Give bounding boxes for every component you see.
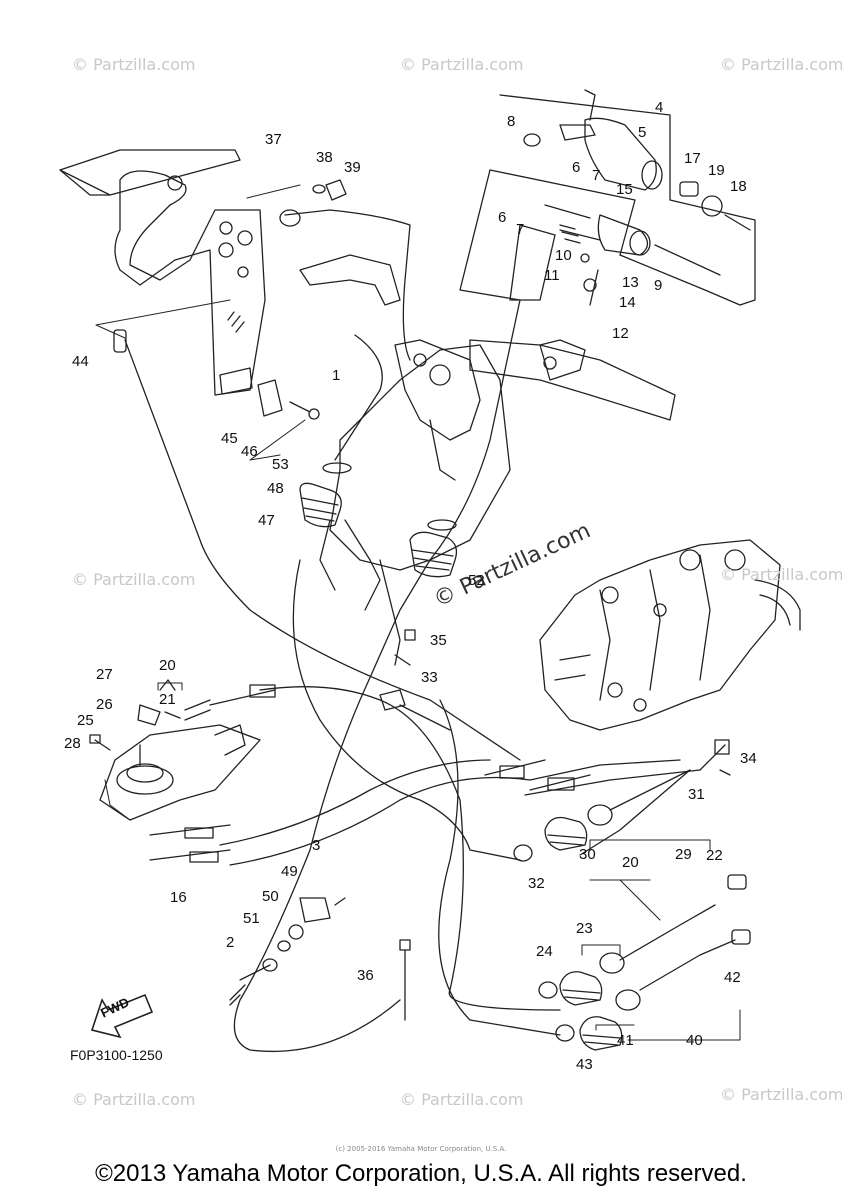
callout-25: 25 [77, 712, 94, 729]
callout-27: 27 [96, 666, 113, 683]
boots [299, 462, 458, 578]
cable-fittings [113, 329, 751, 1051]
callout-39: 39 [344, 159, 361, 176]
callout-10: 10 [555, 247, 572, 264]
callout-50: 50 [262, 888, 279, 905]
callout-4: 4 [655, 99, 664, 116]
callout-33: 33 [421, 669, 438, 686]
callout-23: 23 [576, 920, 593, 937]
callout-52: 52 [468, 572, 485, 589]
callout-37: 37 [265, 131, 282, 148]
pedal-assembly [59, 149, 347, 420]
callout-9: 9 [654, 277, 663, 294]
diagram-code: F0P3100-1250 [70, 1047, 163, 1063]
callout-40: 40 [686, 1032, 703, 1049]
watermark: © Partzilla.com [72, 570, 196, 589]
callout-44: 44 [72, 353, 89, 370]
callout-6b: 6 [498, 209, 507, 226]
callout-2: 2 [226, 934, 235, 951]
callout-53: 53 [272, 456, 289, 473]
tiny-print: (c) 2005-2016 Yamaha Motor Corporation, … [335, 1145, 507, 1153]
steering-column [319, 339, 511, 666]
handlebar [279, 209, 676, 421]
callout-12: 12 [612, 325, 629, 342]
callout-20a: 20 [159, 657, 176, 674]
callout-28: 28 [64, 735, 81, 752]
callout-43: 43 [576, 1056, 593, 1073]
callout-34: 34 [740, 750, 757, 767]
callout-14: 14 [619, 294, 636, 311]
callout-30: 30 [579, 846, 596, 863]
callout-18: 18 [730, 178, 747, 195]
callout-7b: 7 [516, 221, 525, 238]
callout-48: 48 [267, 480, 284, 497]
control-box [89, 679, 261, 821]
callout-45: 45 [221, 430, 238, 447]
copyright-footer: ©2013 Yamaha Motor Corporation, U.S.A. A… [95, 1160, 747, 1187]
callout-5: 5 [638, 124, 647, 141]
callout-24: 24 [536, 943, 553, 960]
throttle-grip-assembly [459, 89, 756, 306]
callout-8: 8 [507, 113, 516, 130]
callout-47: 47 [258, 512, 275, 529]
callout-22: 22 [706, 847, 723, 864]
callout-29: 29 [675, 846, 692, 863]
callout-32: 32 [528, 875, 545, 892]
carburetor-assembly [539, 539, 801, 731]
callout-36: 36 [357, 967, 374, 984]
cables [124, 299, 726, 1053]
callout-42: 42 [724, 969, 741, 986]
callout-3: 3 [312, 837, 321, 854]
callout-26: 26 [96, 696, 113, 713]
callout-38: 38 [316, 149, 333, 166]
watermark: © Partzilla.com [720, 1085, 842, 1104]
callout-brackets [95, 184, 741, 1041]
callout-21: 21 [159, 691, 176, 708]
callout-11: 11 [544, 267, 560, 284]
watermark: © Partzilla.com [400, 55, 524, 74]
callout-15: 15 [616, 181, 633, 198]
watermark: © Partzilla.com [400, 1090, 524, 1109]
callout-1: 1 [332, 367, 341, 384]
callout-49: 49 [281, 863, 298, 880]
callout-31: 31 [688, 786, 705, 803]
watermark: © Partzilla.com [72, 55, 196, 74]
callout-7a: 7 [592, 167, 601, 184]
callout-13: 13 [622, 274, 639, 291]
callout-35: 35 [430, 632, 447, 649]
callout-19: 19 [708, 162, 725, 179]
watermark: © Partzilla.com [720, 55, 842, 74]
callout-51: 51 [243, 910, 260, 927]
callout-17: 17 [684, 150, 701, 167]
watermark: © Partzilla.com [720, 565, 842, 584]
callout-46: 46 [241, 443, 258, 460]
callout-16: 16 [170, 889, 187, 906]
callout-6a: 6 [572, 159, 581, 176]
callout-41: 41 [617, 1032, 634, 1049]
watermark: © Partzilla.com [72, 1090, 196, 1109]
fwd-arrow-icon [90, 993, 154, 1039]
callout-20b: 20 [622, 854, 639, 871]
